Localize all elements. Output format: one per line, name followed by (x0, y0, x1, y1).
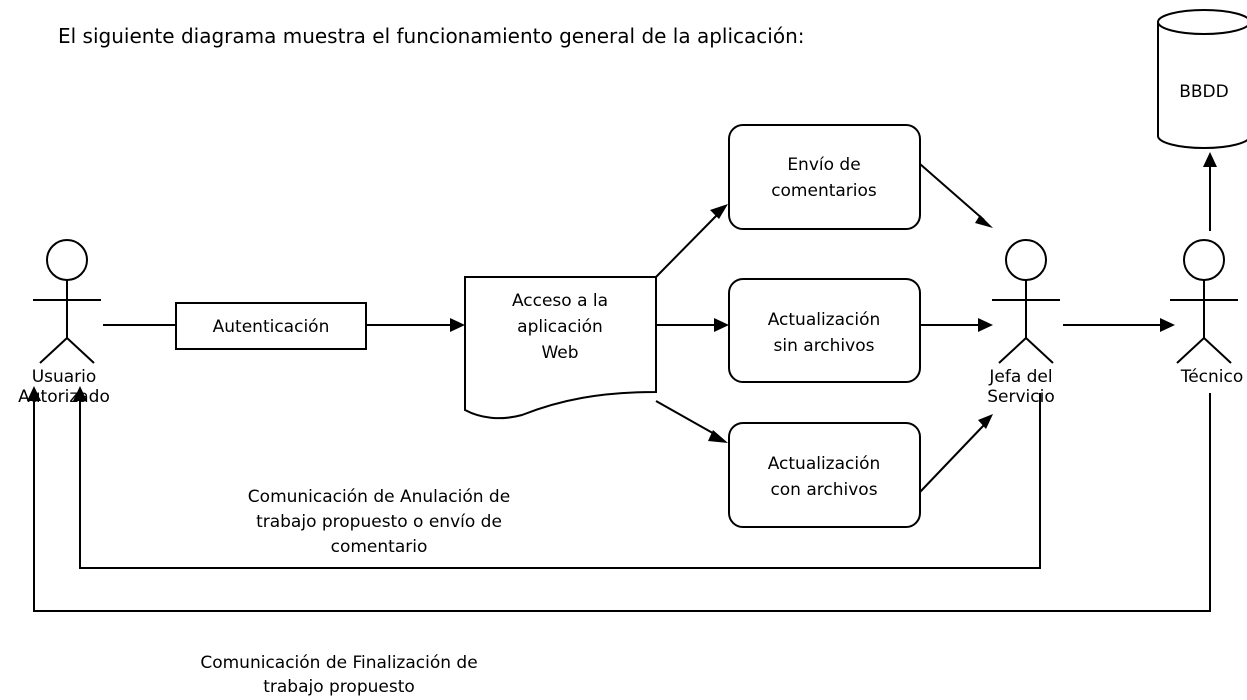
connector-con-archivos-jefa (919, 424, 985, 493)
envio-label-line-2: comentarios (771, 181, 877, 201)
sin-archivos-label-line-1: Actualización (768, 310, 881, 330)
arrowhead-bbdd (1203, 152, 1217, 167)
envio-label-line-1: Envío de (787, 155, 860, 175)
arrowhead-tecnico (1160, 318, 1175, 332)
anulacion-label-line-3: comentario (331, 537, 428, 557)
actor-tecnico-label: Técnico (1180, 367, 1244, 387)
acceso-label-line-2: aplicación (517, 317, 603, 337)
anulacion-label-line-1: Comunicación de Anulación de (248, 487, 510, 507)
connector-jefa-usuario-anulacion (79, 393, 1041, 569)
con-archivos-label-line-2: con archivos (770, 480, 877, 500)
database-cylinder: BBDD (1157, 9, 1247, 149)
document-acceso-aplicacion-web: Acceso a la aplicación Web (464, 276, 657, 420)
box-envio-comentarios: Envío de comentarios (728, 124, 921, 230)
actor-usuario-autorizado (33, 239, 101, 364)
anulacion-label-line-2: trabajo propuesto o envío de (256, 512, 502, 532)
connector-tecnico-usuario-finalizacion (33, 393, 1211, 612)
connector-envio-jefa (919, 163, 985, 221)
arrowhead-envio (710, 204, 728, 219)
arrowhead-usuario-finalizacion (27, 386, 41, 401)
actor-jefa-del-servicio (992, 239, 1060, 364)
arrowhead-con-archivos (708, 430, 728, 443)
actor-jefa-label-line-1: Jefa del (988, 367, 1052, 387)
arrowhead-jefa-from-envio (975, 215, 993, 228)
arrowhead-sin-archivos (714, 318, 729, 332)
box-autenticacion-label: Autenticación (213, 317, 330, 337)
acceso-label-line-3: Web (541, 343, 578, 363)
intro-text: El siguiente diagrama muestra el funcion… (58, 24, 804, 48)
connector-acceso-envio (655, 213, 719, 278)
arrowhead-jefa-from-con (978, 414, 993, 429)
actor-tecnico (1170, 239, 1238, 364)
connector-acceso-con-archivos (655, 400, 719, 437)
arrowhead-jefa-from-sin (978, 318, 993, 332)
box-actualizacion-sin-archivos: Actualización sin archivos (728, 278, 921, 383)
box-autenticacion: Autenticación (175, 302, 367, 350)
finalizacion-label-line-1: Comunicación de Finalización de (200, 653, 477, 673)
connectors (27, 152, 1217, 612)
finalizacion-label-line-2: trabajo propuesto (263, 677, 415, 697)
actor-jefa-label-line-2: Servicio (987, 387, 1055, 407)
sin-archivos-label-line-2: sin archivos (774, 336, 875, 356)
database-label: BBDD (1179, 82, 1229, 102)
acceso-label-line-1: Acceso a la (512, 291, 608, 311)
actor-usuario-label-line-1: Usuario (32, 367, 97, 387)
actor-usuario-label-line-2: Autorizado (18, 387, 110, 407)
arrowhead-usuario-anulacion (73, 386, 87, 401)
arrowhead-acceso (450, 318, 465, 332)
con-archivos-label-line-1: Actualización (768, 454, 881, 474)
box-actualizacion-con-archivos: Actualización con archivos (728, 422, 921, 528)
